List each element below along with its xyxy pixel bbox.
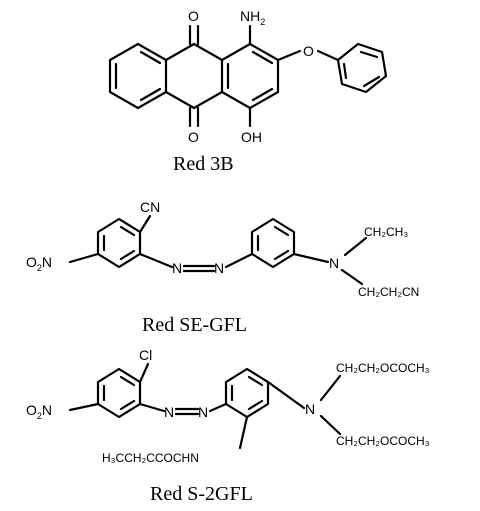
s-2gfl-nitro-o: O [26, 402, 37, 418]
s-2gfl-ester-top: CH₂CH₂OCOCH₃ [336, 361, 430, 375]
se-gfl-nitro-sub: 2 [37, 263, 42, 273]
s-2gfl-nitro-group: O2N [26, 402, 52, 421]
s-2gfl-azo-n2: N [198, 404, 208, 420]
se-gfl-azo-n1: N [172, 260, 182, 276]
se-gfl-cyanoethyl: CH₂CH₂CN [358, 285, 419, 299]
red-3b-carbonyl-o-top: O [188, 8, 199, 24]
s-2gfl-azo-n1: N [164, 404, 174, 420]
red-3b-carbonyl-o-bottom: O [188, 129, 199, 145]
s-2gfl-cl: Cl [139, 347, 152, 363]
s-2gfl-amide: H₃CCH₂CCOCHN [102, 451, 199, 465]
s-2gfl-nitro-n: N [42, 402, 52, 418]
s-2gfl-ester-bottom: CH₂CH₂OCOCH₃ [336, 434, 430, 448]
se-gfl-nitro-group: O2N [26, 254, 52, 273]
red-se-gfl-structure: CN O2N N N N CH₂CH₃ CH₂CH₂CN Red SE-GFL [26, 199, 419, 336]
se-gfl-caption: Red SE-GFL [142, 314, 247, 336]
se-gfl-ethyl: CH₂CH₃ [364, 225, 408, 239]
se-gfl-azo-n2: N [214, 260, 224, 276]
red-3b-caption: Red 3B [173, 153, 234, 175]
s-2gfl-caption: Red S-2GFL [150, 483, 253, 505]
red-3b-hydroxyl: OH [241, 129, 262, 145]
red-3b-nh-subscript: 2 [260, 17, 265, 27]
se-gfl-cn: CN [140, 199, 160, 215]
red-3b-ether-o: O [303, 43, 314, 59]
se-gfl-amine-n: N [329, 255, 339, 271]
red-3b-structure: O NH2 O O OH Red 3B [108, 8, 388, 175]
red-3b-amino-group: NH2 [240, 8, 265, 27]
se-gfl-nitro-n: N [42, 254, 52, 270]
s-2gfl-amine-n: N [305, 401, 315, 417]
s-2gfl-nitro-sub: 2 [37, 411, 42, 421]
red-3b-nh-label: NH [240, 8, 260, 24]
red-s-2gfl-structure: Cl O2N N N N CH₂CH₂OCOCH₃ CH₂CH₂OCOCH₃ H… [26, 347, 430, 505]
se-gfl-nitro-o: O [26, 254, 37, 270]
